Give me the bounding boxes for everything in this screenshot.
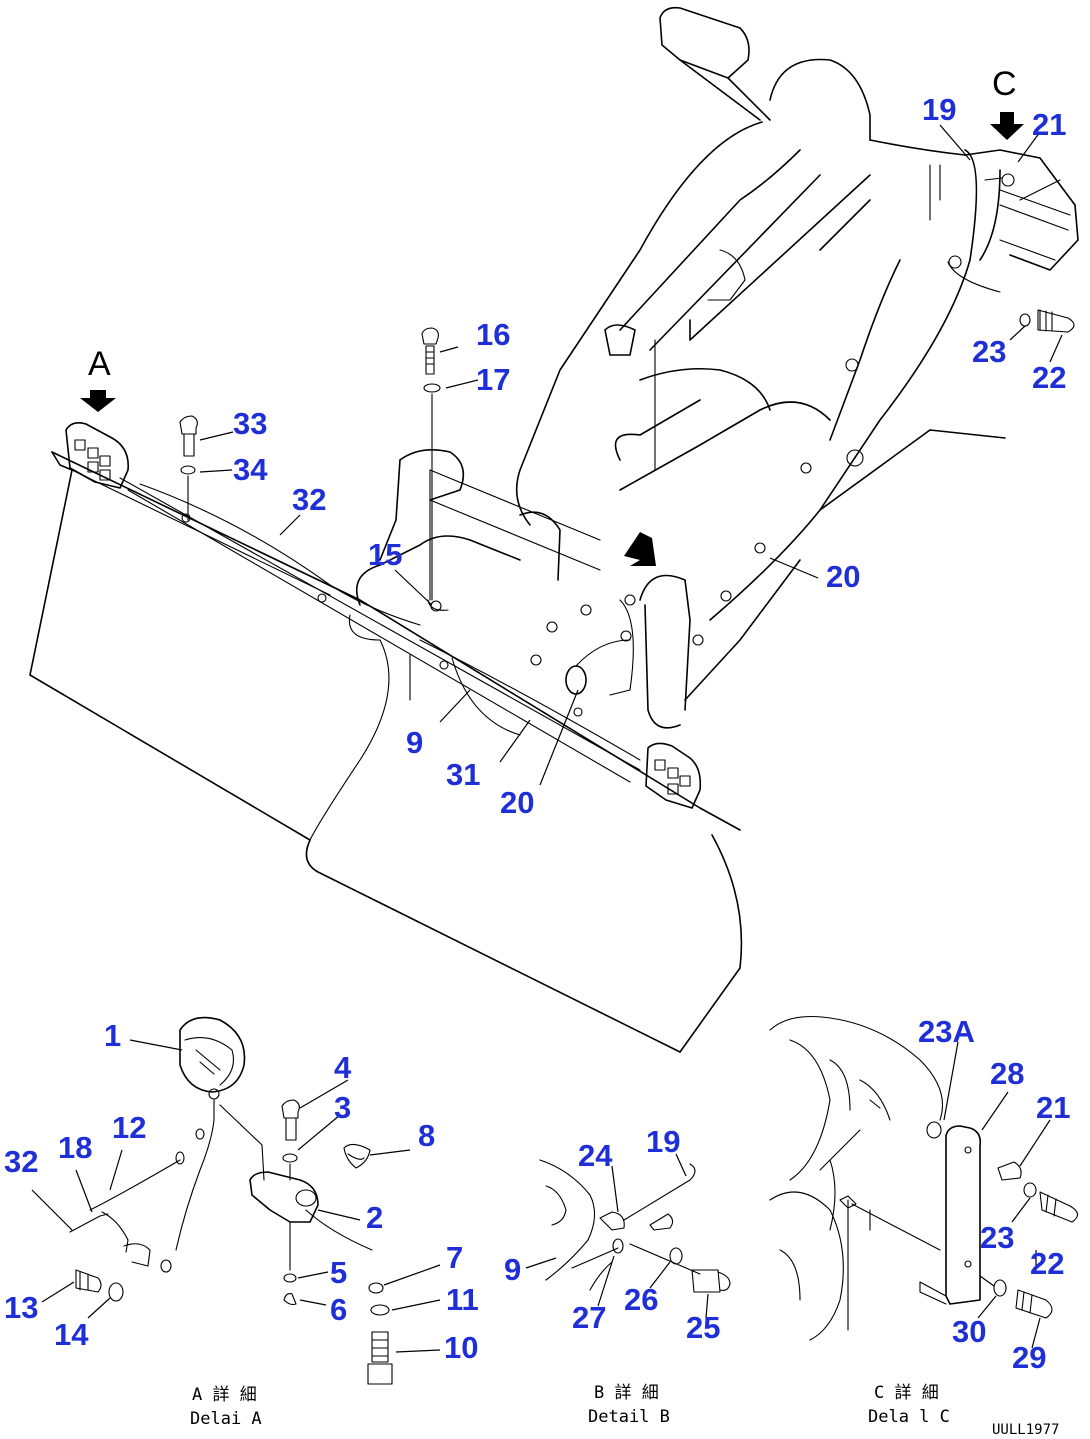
callout-23: 23	[972, 334, 1006, 369]
arrow-a-icon	[80, 390, 116, 412]
detail-b-callout-24: 24	[578, 1138, 613, 1173]
detail-a-callout-14: 14	[54, 1317, 89, 1352]
loader-frame	[515, 6, 1079, 701]
detail-a-callout-5: 5	[330, 1255, 347, 1290]
callout-9: 9	[406, 725, 423, 760]
view-letter-c: C	[992, 65, 1017, 103]
detail-c-callout-29: 29	[1012, 1340, 1046, 1375]
detail-c-callout-22: 22	[1030, 1246, 1064, 1281]
callout-31: 31	[446, 757, 480, 792]
detail-c-callout-30: 30	[952, 1314, 986, 1349]
detail-a-callout-6: 6	[330, 1292, 347, 1327]
detail-c-callout-28: 28	[990, 1056, 1024, 1091]
bolt-16-17	[421, 327, 449, 611]
detail-b: 24 19 9 26 27 25 B 詳 細 Detail B	[504, 1124, 731, 1427]
callout-34: 34	[233, 452, 268, 487]
detail-a-callout-12: 12	[112, 1110, 146, 1145]
callout-22: 22	[1032, 360, 1066, 395]
detail-a-callout-8: 8	[418, 1118, 435, 1153]
callout-19: 19	[922, 92, 956, 127]
detail-a-callout-18: 18	[58, 1130, 92, 1165]
arrow-c-icon	[990, 112, 1024, 140]
detail-a-callout-32: 32	[4, 1144, 38, 1179]
detail-c-callout-23: 23	[980, 1220, 1014, 1255]
detail-a-callout-13: 13	[4, 1290, 38, 1325]
blade-wiring	[139, 483, 641, 761]
detail-c-caption-jp: C 詳 細	[874, 1383, 939, 1403]
detail-c-caption-en: Dela l C	[868, 1407, 950, 1427]
push-frame	[355, 449, 691, 729]
callout-20: 20	[826, 559, 860, 594]
detail-b-callout-26: 26	[624, 1282, 658, 1317]
detail-a-callout-7: 7	[446, 1240, 463, 1275]
detail-a-caption-en: Delai A	[190, 1409, 262, 1429]
detail-a-callout-11: 11	[446, 1282, 479, 1317]
callout-20-lower: 20	[500, 785, 534, 820]
bracket-right	[645, 742, 702, 809]
bolt-33-34	[179, 415, 198, 521]
detail-b-callout-9: 9	[504, 1252, 521, 1287]
detail-a-callout-1: 1	[104, 1018, 121, 1053]
callout-32: 32	[292, 482, 326, 517]
detail-a-callout-2: 2	[366, 1200, 383, 1235]
callout-17: 17	[476, 362, 510, 397]
callout-15: 15	[368, 537, 402, 572]
detail-c-callout-21: 21	[1036, 1090, 1070, 1125]
detail-b-callout-27: 27	[572, 1300, 606, 1335]
detail-c: 23A 28 21 23 22 30 29 C 詳 細 Dela l C	[769, 1014, 1079, 1427]
view-letter-a: A	[88, 345, 111, 383]
bracket-left	[65, 422, 129, 489]
view-arrows	[80, 112, 1024, 566]
arrow-b-icon	[624, 532, 656, 566]
detail-a: 1 4 3 8 12 18 32 2 7 5 11 6 13 14 10 A 詳…	[4, 1016, 479, 1429]
callout-16: 16	[476, 317, 510, 352]
blade	[29, 451, 743, 1053]
main-leaders	[199, 124, 1063, 786]
detail-a-callout-3: 3	[334, 1090, 351, 1125]
callout-33: 33	[233, 406, 267, 441]
detail-b-callout-25: 25	[686, 1310, 720, 1345]
main-assembly: A C 19 21 23 22 16 17 33 34 32 15 20 9 3…	[29, 6, 1079, 1053]
detail-c-callout-23a: 23A	[918, 1014, 975, 1049]
drawing-code: UULL1977	[992, 1422, 1059, 1438]
detail-a-callout-10: 10	[444, 1330, 478, 1365]
main-callouts: 19 21 23 22 16 17 33 34 32 15 20 9 31 20	[233, 92, 1066, 820]
detail-a-callout-4: 4	[334, 1050, 352, 1085]
detail-a-caption-jp: A 詳 細	[192, 1385, 257, 1405]
callout-21: 21	[1032, 107, 1066, 142]
detail-b-caption-jp: B 詳 細	[594, 1383, 659, 1403]
detail-b-caption-en: Detail B	[588, 1407, 670, 1427]
detail-b-callout-19: 19	[646, 1124, 680, 1159]
